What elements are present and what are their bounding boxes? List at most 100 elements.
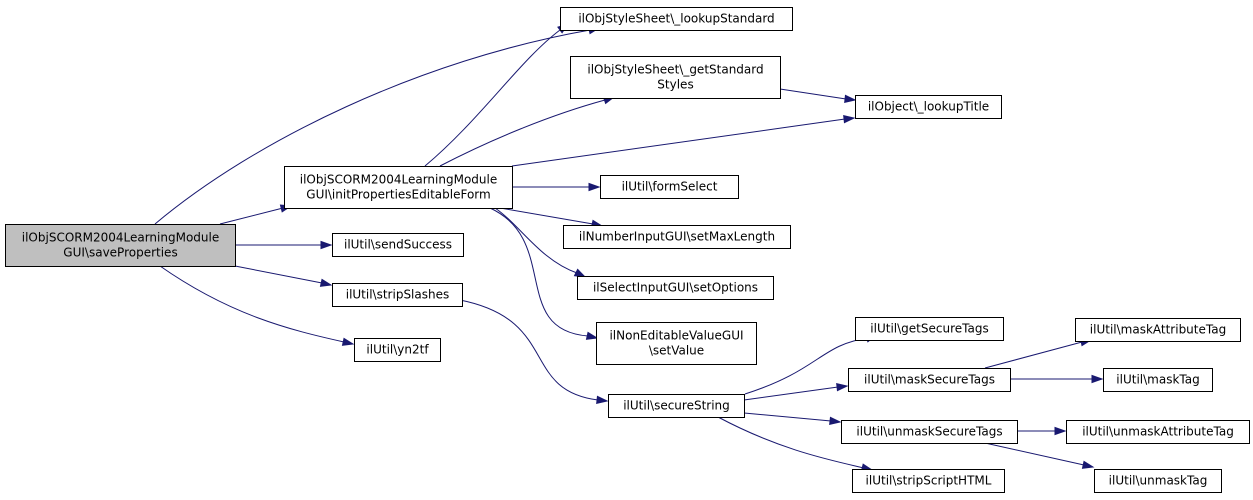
node-box[interactable]	[1103, 368, 1213, 392]
node-set-max-length[interactable]: ilNumberInputGUI\setMaxLength	[563, 225, 791, 249]
node-label-line: ilUtil\maskAttributeTag	[1090, 323, 1226, 337]
edge-line	[219, 205, 292, 225]
node-box[interactable]	[577, 276, 774, 300]
edge-init_form-to-set_options	[494, 207, 587, 278]
node-label-line: ilUtil\unmaskSecureTags	[856, 425, 1002, 439]
node-mask-secure-tags[interactable]: ilUtil\maskSecureTags	[848, 368, 1011, 392]
node-label-line: ilNonEditableValueGUI	[609, 329, 743, 343]
node-init-form[interactable]: ilObjSCORM2004LearningModuleGUI\initProp…	[284, 166, 513, 209]
node-box[interactable]	[596, 322, 757, 365]
edge-secure_string-to-mask_secure_tags	[743, 382, 849, 401]
node-box[interactable]	[332, 283, 463, 307]
arrowhead	[319, 278, 333, 287]
node-label-line: ilObject\_lookupTitle	[868, 100, 989, 114]
edge-line	[159, 265, 354, 345]
node-send-success[interactable]: ilUtil\sendSuccess	[332, 233, 464, 257]
edge-secure_string-to-unmask_secure_tags	[743, 412, 842, 426]
edge-save_properties-to-send_success	[235, 240, 333, 250]
edge-init_form-to-lookup_title	[511, 114, 856, 167]
arrowhead	[829, 416, 842, 426]
node-box[interactable]	[600, 175, 739, 199]
edge-save_properties-to-init_form	[219, 204, 293, 225]
edge-line	[494, 207, 586, 278]
arrowhead	[1081, 460, 1095, 469]
edge-line	[459, 299, 608, 402]
node-save-properties[interactable]: ilObjSCORM2004LearningModuleGUI\saveProp…	[5, 224, 236, 267]
node-unmask-attribute-tag[interactable]: ilUtil\unmaskAttributeTag	[1066, 420, 1250, 444]
arrowhead	[588, 182, 601, 192]
edge-line	[717, 416, 873, 471]
node-form-select[interactable]: ilUtil\formSelect	[600, 175, 739, 199]
node-label-line: ilUtil\secureString	[623, 399, 730, 413]
node-box[interactable]	[332, 233, 464, 257]
edge-line	[743, 412, 841, 423]
edge-save_properties-to-yn2tf	[159, 265, 355, 346]
node-strip-slashes[interactable]: ilUtil\stripSlashes	[332, 283, 463, 307]
node-label-line: ilObjSCORM2004LearningModule	[300, 173, 497, 187]
edge-init_form-to-lookup_standard	[424, 23, 570, 167]
node-box[interactable]	[608, 394, 745, 418]
node-label-line: GUI\initPropertiesEditableForm	[306, 188, 490, 202]
edge-line	[779, 88, 856, 101]
node-label-line: GUI\saveProperties	[63, 246, 177, 260]
node-label-line: ilObjSCORM2004LearningModule	[22, 231, 219, 245]
node-box[interactable]	[855, 317, 1004, 341]
node-box[interactable]	[354, 338, 441, 362]
node-lookup-title[interactable]: ilObject\_lookupTitle	[855, 95, 1002, 119]
node-set-value[interactable]: ilNonEditableValueGUI\setValue	[596, 322, 757, 365]
node-unmask-secure-tags[interactable]: ilUtil\unmaskSecureTags	[841, 420, 1018, 444]
edge-line	[154, 27, 600, 225]
node-label-line: ilUtil\maskTag	[1116, 373, 1199, 387]
node-lookup-standard[interactable]: ilObjStyleSheet\_lookupStandard	[560, 7, 793, 31]
edge-line	[511, 117, 855, 167]
node-box[interactable]	[5, 224, 236, 267]
arrowhead	[341, 337, 355, 346]
edge-line	[439, 96, 615, 167]
edge-line	[424, 23, 569, 167]
edge-mask_secure_tags-to-mask_tag	[1010, 374, 1104, 384]
arrowhead	[843, 114, 856, 124]
edge-line	[984, 339, 1092, 369]
node-label-line: ilUtil\unmaskAttributeTag	[1082, 425, 1234, 439]
edge-init_form-to-set_value	[489, 207, 599, 340]
edge-save_properties-to-strip_slashes	[234, 265, 333, 287]
node-label-line: ilUtil\formSelect	[622, 180, 718, 194]
edge-get_standard_styles-to-lookup_title	[779, 88, 857, 104]
node-unmask-tag[interactable]: ilUtil\unmaskTag	[1094, 469, 1222, 493]
edge-init_form-to-set_max_length	[499, 207, 604, 228]
node-box[interactable]	[855, 95, 1002, 119]
node-label-line: Styles	[657, 78, 693, 92]
node-get-secure-tags[interactable]: ilUtil\getSecureTags	[855, 317, 1004, 341]
arrowhead	[596, 395, 609, 405]
node-strip-script-html[interactable]: ilUtil\stripScriptHTML	[852, 469, 1005, 493]
node-label-line: ilObjStyleSheet\_lookupStandard	[578, 12, 774, 26]
node-box[interactable]	[284, 166, 513, 209]
node-secure-string[interactable]: ilUtil\secureString	[608, 394, 745, 418]
node-box[interactable]	[852, 469, 1005, 493]
edge-strip_slashes-to-secure_string	[459, 299, 609, 405]
edge-line	[489, 207, 598, 339]
arrowhead	[585, 331, 599, 340]
edge-unmask_secure_tags-to-unmask_attribute_tag	[1017, 426, 1067, 436]
node-set-options[interactable]: ilSelectInputGUI\setOptions	[577, 276, 774, 300]
node-box[interactable]	[570, 56, 781, 99]
node-box[interactable]	[563, 225, 791, 249]
node-box[interactable]	[1075, 318, 1241, 342]
node-box[interactable]	[560, 7, 793, 31]
node-box[interactable]	[1094, 469, 1222, 493]
edge-line	[743, 385, 848, 401]
arrowhead	[1091, 374, 1104, 384]
node-box[interactable]	[848, 368, 1011, 392]
node-layer: ilObjSCORM2004LearningModuleGUI\saveProp…	[5, 7, 1250, 493]
node-label-line: \setValue	[649, 344, 704, 358]
node-mask-attribute-tag[interactable]: ilUtil\maskAttributeTag	[1075, 318, 1241, 342]
node-box[interactable]	[1066, 420, 1250, 444]
arrowhead	[844, 94, 857, 104]
node-yn2tf[interactable]: ilUtil\yn2tf	[354, 338, 441, 362]
edge-unmask_secure_tags-to-unmask_tag	[984, 442, 1095, 469]
node-box[interactable]	[841, 420, 1018, 444]
edge-mask_secure_tags-to-mask_attribute_tag	[984, 338, 1093, 369]
node-mask-tag[interactable]: ilUtil\maskTag	[1103, 368, 1213, 392]
